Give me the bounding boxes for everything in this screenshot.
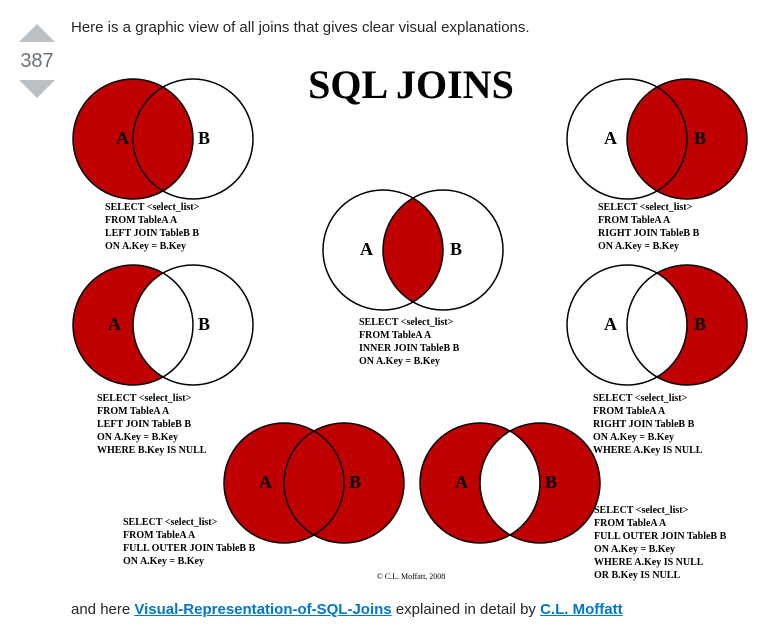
vote-controls: 387 (14, 24, 60, 98)
sql-line: WHERE A.Key IS NULL (593, 445, 703, 456)
sql-line: ON A.Key = B.Key (123, 556, 204, 567)
downvote-arrow-icon[interactable] (19, 80, 55, 98)
sql-line: FROM TableA A (123, 530, 196, 541)
sql-line: FROM TableA A (593, 406, 666, 417)
sql-line: FULL OUTER JOIN TableB B (123, 543, 256, 554)
author-link[interactable]: C.L. Moffatt (540, 601, 623, 618)
sql-line: SELECT <select_list> (598, 202, 693, 213)
sql-line: FROM TableA A (359, 330, 432, 341)
circle-label-b: B (450, 239, 462, 259)
sql-line: ON A.Key = B.Key (359, 356, 440, 367)
circle-label-a: A (108, 314, 121, 334)
sql-line: OR B.Key IS NULL (594, 570, 680, 581)
sql-line: SELECT <select_list> (123, 517, 218, 528)
sql-outer-excluding-join: SELECT <select_list> FROM TableA A FULL … (594, 505, 727, 581)
sql-line: INNER JOIN TableB B (359, 343, 460, 354)
venn-outer-excluding-join: A B (419, 422, 601, 544)
sql-line: LEFT JOIN TableB B (97, 419, 191, 430)
circle-label-a: A (604, 128, 617, 148)
sql-line: SELECT <select_list> (594, 505, 689, 516)
intro-text: Here is a graphic view of all joins that… (71, 19, 530, 36)
sql-line: SELECT <select_list> (97, 393, 192, 404)
sql-line: ON A.Key = B.Key (593, 432, 674, 443)
visual-representation-link[interactable]: Visual-Representation-of-SQL-Joins (134, 601, 392, 618)
sql-line: FROM TableA A (105, 215, 178, 226)
sql-line: FULL OUTER JOIN TableB B (594, 531, 727, 542)
circle-label-b: B (694, 128, 706, 148)
venn-inner-join: A B (322, 189, 504, 311)
venn-right-join: A B (566, 78, 748, 200)
sql-line: RIGHT JOIN TableB B (598, 228, 700, 239)
sql-line: ON A.Key = B.Key (598, 241, 679, 252)
sql-line: FROM TableA A (598, 215, 671, 226)
sql-line: RIGHT JOIN TableB B (593, 419, 695, 430)
copyright-text: © C.L. Moffatt, 2008 (377, 572, 446, 581)
sql-line: LEFT JOIN TableB B (105, 228, 199, 239)
venn-left-join: A B (72, 78, 254, 200)
circle-label-a: A (455, 472, 468, 492)
venn-right-excluding-join: A B (566, 264, 748, 386)
outro-middle: explained in detail by (391, 601, 541, 618)
circle-label-b: B (198, 128, 210, 148)
sql-right-join: SELECT <select_list> FROM TableA A RIGHT… (598, 202, 700, 252)
sql-line: FROM TableA A (594, 518, 667, 529)
sql-line: SELECT <select_list> (359, 317, 454, 328)
outro-prefix: and here (71, 601, 135, 618)
outro-text: and here Visual-Representation-of-SQL-Jo… (71, 600, 623, 620)
sql-left-join: SELECT <select_list> FROM TableA A LEFT … (105, 202, 200, 252)
sql-line: FROM TableA A (97, 406, 170, 417)
sql-line: SELECT <select_list> (105, 202, 200, 213)
circle-label-a: A (604, 314, 617, 334)
sql-left-excluding-join: SELECT <select_list> FROM TableA A LEFT … (97, 393, 207, 456)
circle-label-b: B (198, 314, 210, 334)
sql-line: ON A.Key = B.Key (594, 544, 675, 555)
sql-joins-diagram: SQL JOINS A B SELECT <select_list> FROM … (72, 62, 748, 581)
sql-line: ON A.Key = B.Key (97, 432, 178, 443)
sql-inner-join: SELECT <select_list> FROM TableA A INNER… (359, 317, 460, 367)
venn-full-outer-join: A B (223, 422, 405, 544)
circle-label-b: B (545, 472, 557, 492)
sql-right-excluding-join: SELECT <select_list> FROM TableA A RIGHT… (593, 393, 703, 456)
sql-line: ON A.Key = B.Key (105, 241, 186, 252)
sql-line: WHERE B.Key IS NULL (97, 445, 207, 456)
sql-line: SELECT <select_list> (593, 393, 688, 404)
circle-label-a: A (360, 239, 373, 259)
vote-score: 387 (20, 50, 54, 72)
sql-line: WHERE A.Key IS NULL (594, 557, 704, 568)
diagram-title: SQL JOINS (308, 62, 514, 107)
circle-label-a: A (259, 472, 272, 492)
circle-label-b: B (694, 314, 706, 334)
circle-label-b: B (349, 472, 361, 492)
upvote-arrow-icon[interactable] (19, 24, 55, 42)
circle-label-a: A (116, 128, 129, 148)
venn-left-excluding-join: A B (72, 264, 254, 386)
sql-full-outer-join: SELECT <select_list> FROM TableA A FULL … (123, 517, 256, 567)
